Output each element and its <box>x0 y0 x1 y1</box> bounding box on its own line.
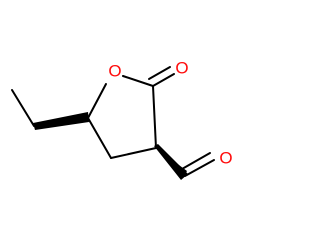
ring-oxygen-label: O <box>108 62 121 81</box>
bond-ethyl-ch3-ch2 <box>11 89 35 127</box>
aldehyde-oxygen-label: O <box>219 149 232 168</box>
bond-c5-ring-o <box>87 83 107 119</box>
bond-c3-c4 <box>110 147 157 159</box>
bond-c2-c3 <box>152 85 157 149</box>
molecule-canvas: O O O <box>11 58 233 180</box>
lactone-carbonyl-oxygen-label: O <box>175 59 188 78</box>
bond-c4-c5 <box>87 117 112 159</box>
wedge-bond-c3-aldehyde-thick <box>154 144 188 180</box>
bond-aldehyde-co-2 <box>181 152 211 170</box>
molecule-structure: O O O <box>11 59 233 180</box>
bond-ring-o-c2 <box>122 75 154 87</box>
bond-c2-carbonyl-o-1 <box>152 73 175 87</box>
wedge-bond-c5-ethyl-thick <box>33 112 89 130</box>
bond-c2-carbonyl-o-2 <box>148 66 171 80</box>
bond-aldehyde-co-1 <box>184 159 215 177</box>
